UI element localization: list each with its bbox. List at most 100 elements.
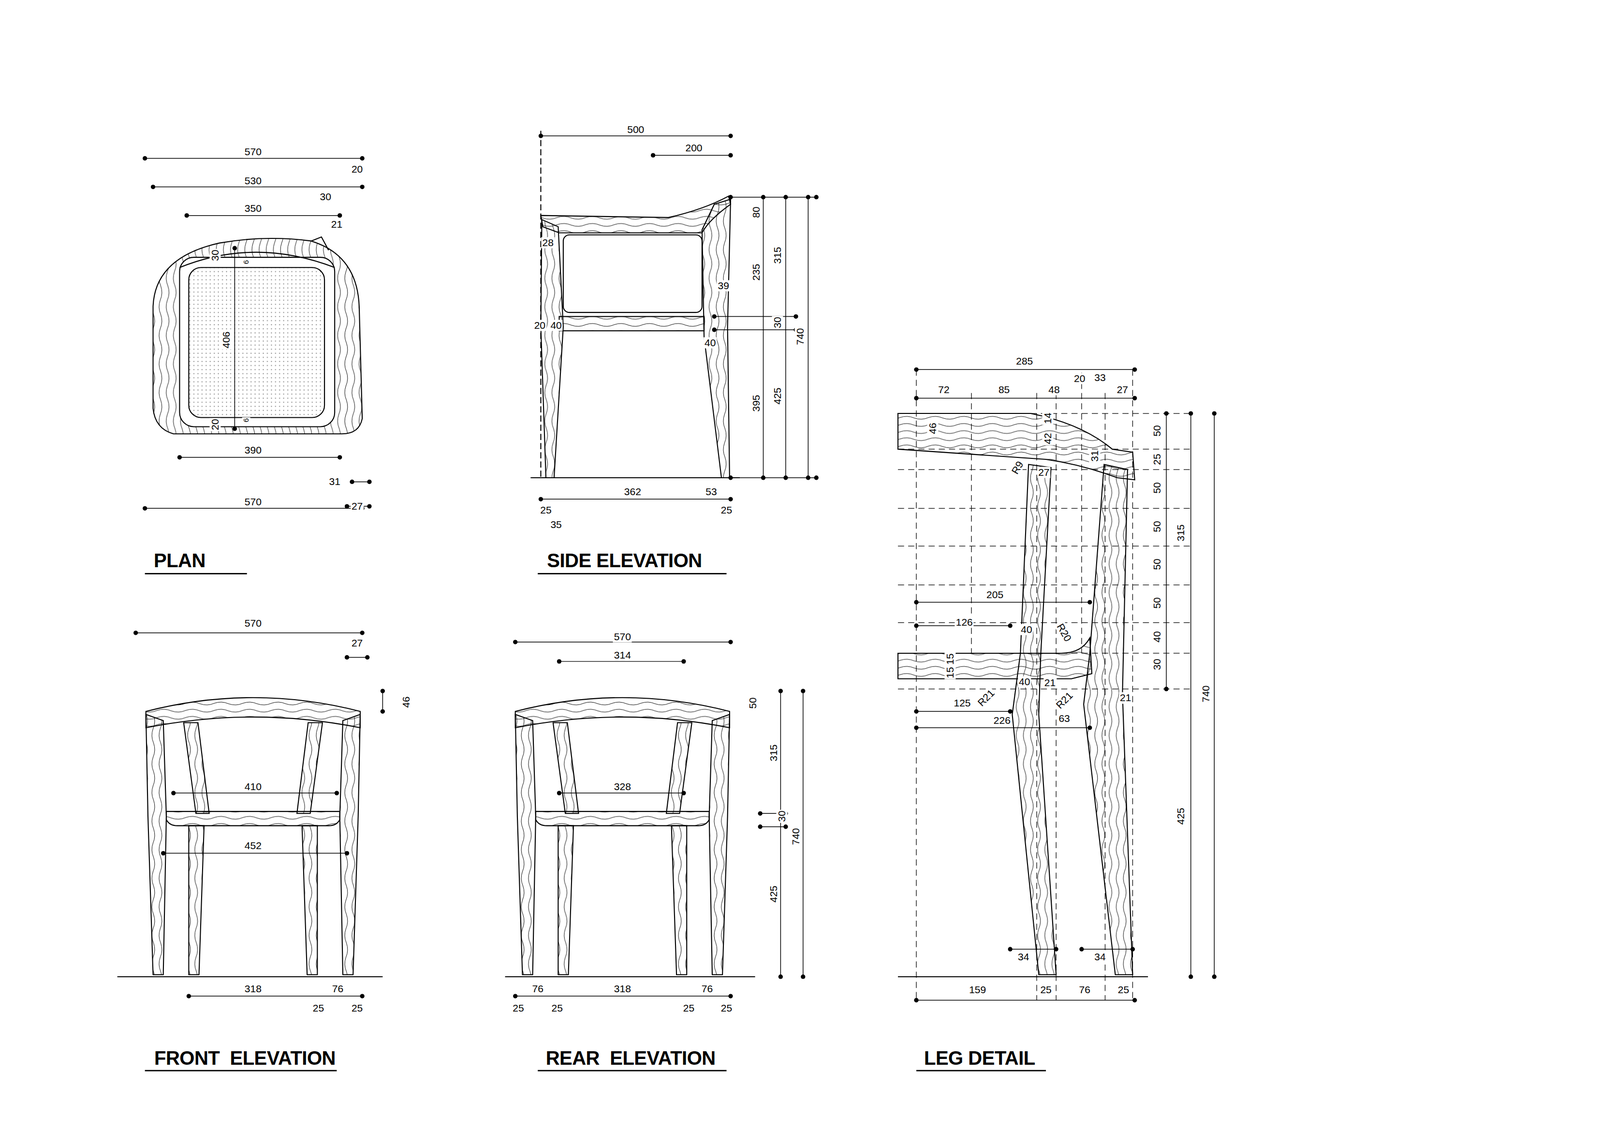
dimension-label: 25 [539, 504, 553, 516]
dimension-dot [142, 506, 147, 511]
dimension-label: 25 [550, 1002, 564, 1014]
dimension-line [163, 852, 348, 854]
dimension-dot [366, 479, 372, 485]
dimension-label: 25 [1116, 983, 1131, 996]
dimension-label: 46 [400, 695, 412, 709]
dimension-label: 48 [1047, 384, 1061, 396]
plan-view [153, 236, 363, 434]
dimension-label: 50 [747, 696, 759, 710]
dimension-line [916, 999, 1135, 1001]
dimension-dot [232, 246, 237, 251]
dimension-dot [1188, 974, 1193, 979]
dimension-line [347, 657, 368, 658]
dimension-label: 318 [613, 983, 632, 995]
dimension-label: 328 [613, 781, 632, 793]
dimension-dot [814, 475, 819, 480]
dimension-label: 390 [243, 444, 263, 456]
dimension-line [179, 456, 340, 458]
dimension-label: R21 [1053, 688, 1076, 711]
dimension-dot [232, 426, 237, 431]
dimension-line [558, 792, 684, 793]
dimension-dot [814, 194, 819, 200]
dimension-line [540, 135, 731, 136]
dimension-label: 30 [772, 315, 784, 329]
view-title: SIDE ELEVATION [545, 549, 703, 572]
dimension-dot [557, 790, 562, 795]
dimension-dot [337, 455, 342, 460]
dimension-dot [161, 851, 166, 856]
rear-elevation-view [505, 697, 756, 977]
dimension-label: 30 [1151, 657, 1163, 671]
dimension-line [916, 601, 1090, 603]
dimension-line [540, 499, 731, 500]
dimension-label: 21 [1043, 676, 1057, 689]
dimension-line [785, 197, 786, 478]
dimension-line [714, 329, 796, 330]
dimension-label: 33 [1093, 371, 1107, 383]
dimension-label: 20 [209, 417, 221, 431]
dimension-label: R20 [1054, 620, 1074, 645]
dimension-dot [1079, 946, 1084, 952]
dimension-dot [171, 790, 176, 795]
dimension-label: 31 [328, 476, 342, 488]
dimension-label: 570 [243, 617, 263, 630]
front-elevation-view [117, 697, 383, 977]
dimension-line [173, 792, 338, 793]
dimension-label: 72 [937, 384, 951, 396]
dimension-label: R21 [974, 686, 997, 709]
dimension-line [730, 196, 817, 198]
dimension-label: 40 [549, 320, 563, 332]
dimension-dot [913, 725, 919, 730]
dimension-line [352, 481, 370, 483]
dimension-label: 25 [719, 1002, 734, 1014]
dimension-dot [778, 974, 783, 979]
dimension-label: 85 [997, 384, 1011, 396]
dimension-label: 285 [1014, 355, 1034, 367]
dimension-dot [142, 156, 147, 161]
dimension-dot [133, 630, 138, 635]
dimension-dot [349, 479, 354, 485]
dimension-label: 53 [704, 486, 718, 498]
dimension-label: 314 [613, 649, 632, 661]
dimension-line [763, 197, 764, 478]
dimension-line [145, 508, 363, 509]
dimension-label: 315 [767, 743, 779, 763]
dimension-line [916, 711, 1011, 712]
dimension-line [653, 154, 731, 156]
dimension-line [916, 369, 1135, 370]
dimension-dot [913, 367, 919, 372]
dimension-line [1165, 413, 1167, 690]
dimension-label: 31 [1089, 449, 1101, 463]
dimension-line [234, 248, 235, 429]
dimension-dot [344, 655, 350, 660]
view-title: LEG DETAIL [923, 1047, 1037, 1069]
dimension-label: 25 [311, 1002, 325, 1014]
dimension-label: 6 [241, 259, 250, 265]
dimension-dot [1087, 725, 1092, 730]
dimension-label: 35 [549, 518, 563, 530]
dimension-label: 15 [944, 652, 956, 666]
dimension-dot [728, 497, 733, 502]
dimension-label: 20 [1072, 372, 1087, 384]
dimension-dot [538, 497, 544, 502]
dimension-dot [728, 993, 733, 999]
dimension-dot [728, 475, 733, 480]
dimension-label: 15 [944, 665, 956, 679]
dimension-label: 30 [776, 809, 788, 823]
dimension-label: 27 [350, 500, 364, 512]
dimension-label: 28 [541, 237, 555, 249]
dimension-dot [1188, 411, 1193, 416]
dimension-dot [1163, 411, 1169, 416]
side-elevation-view [530, 130, 740, 478]
dimension-label: 315 [1174, 523, 1187, 543]
dimension-dot [380, 709, 385, 714]
dimension-label: 42 [1042, 432, 1054, 446]
dimension-dot [712, 327, 717, 332]
dimension-label: R9 [1008, 457, 1026, 477]
dimension-dot [681, 659, 686, 664]
dimension-label: 21 [330, 219, 344, 231]
dimension-line [802, 690, 804, 977]
dimension-dot [913, 709, 919, 714]
dimension-dot [800, 688, 806, 693]
dimension-dot [513, 993, 518, 999]
